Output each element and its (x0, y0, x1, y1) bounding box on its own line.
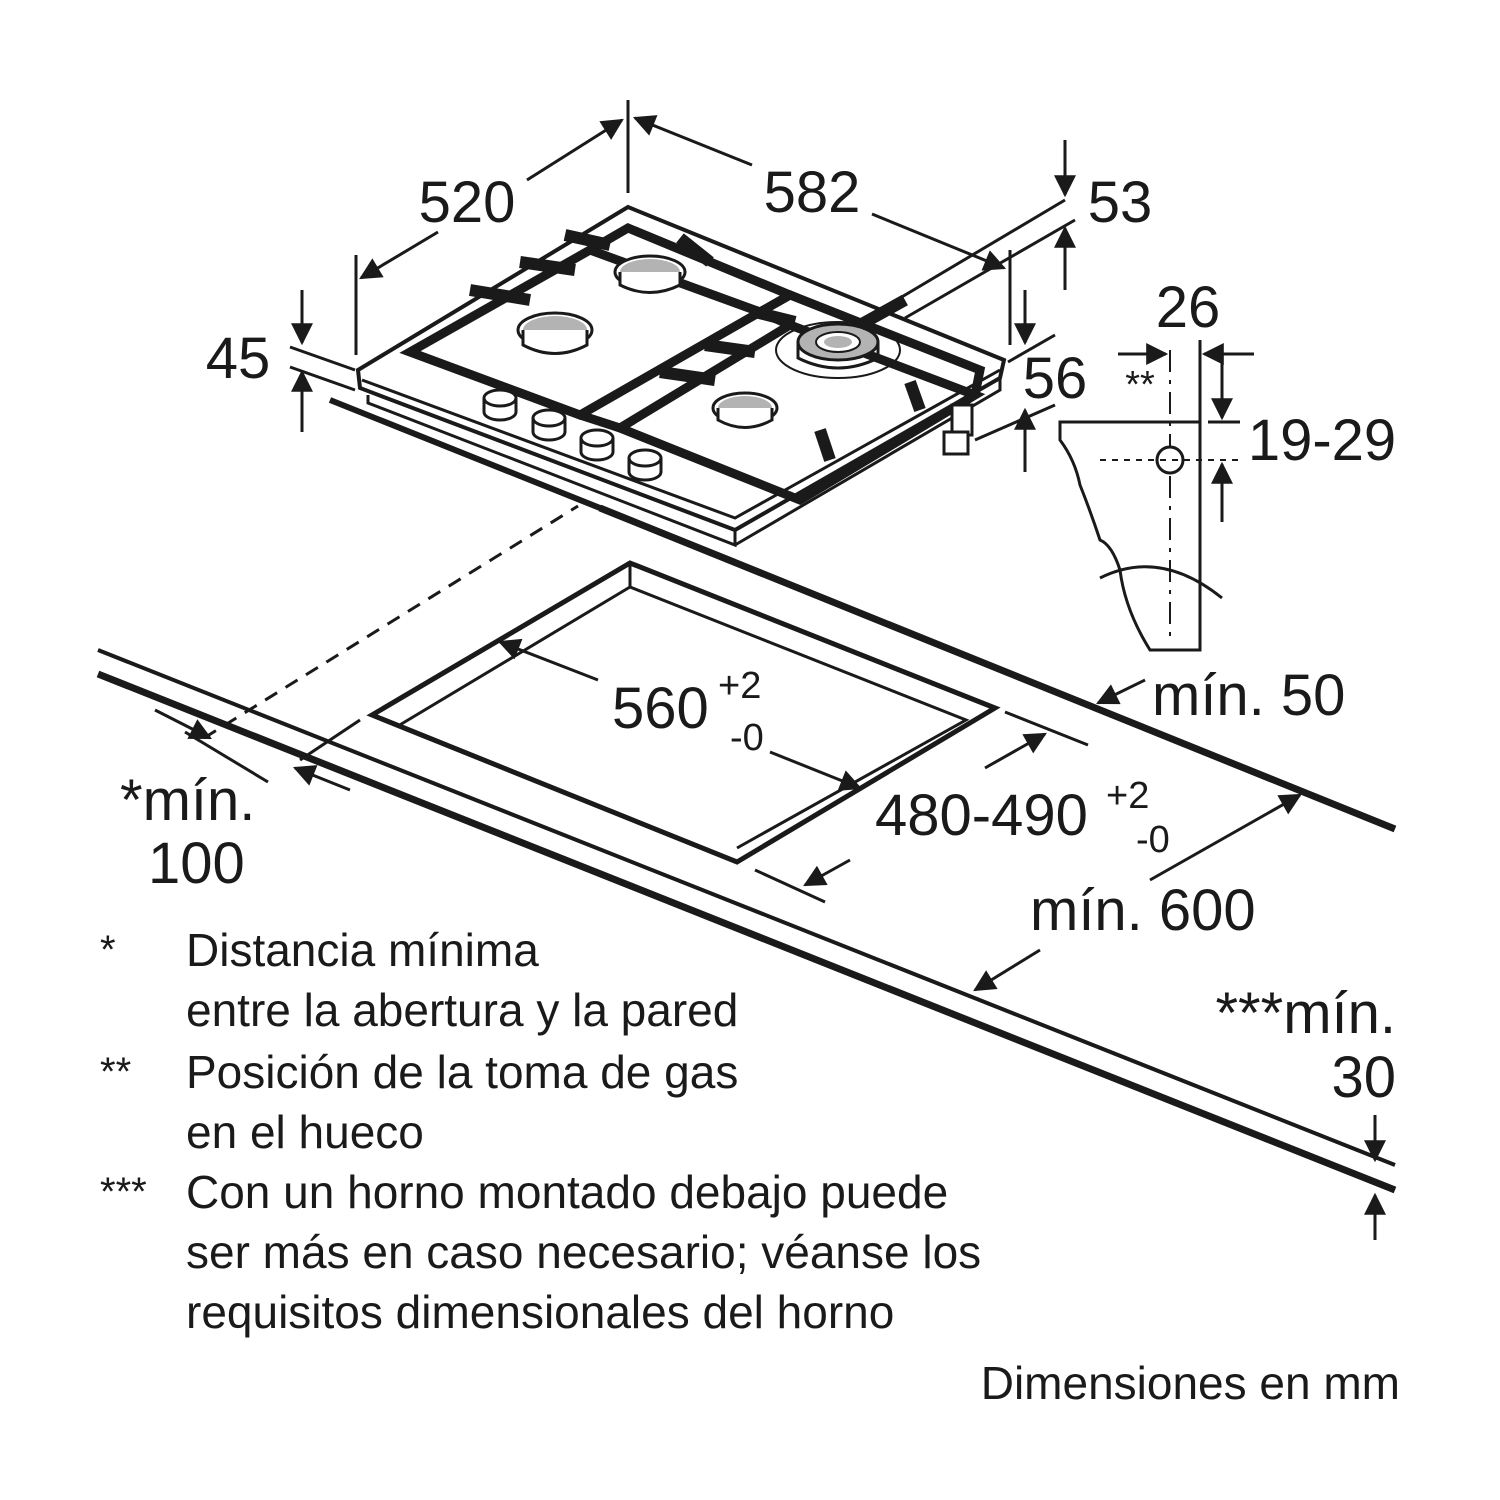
knob-icon (482, 388, 663, 482)
note-3-line-3: requisitos dimensionales del horno (186, 1286, 895, 1338)
dim-depth: 520 (419, 170, 516, 235)
note-2-line-2: en el hueco (186, 1106, 424, 1158)
dim-cutout-width-tol-minus: -0 (730, 717, 764, 759)
burner-icon (711, 391, 779, 429)
note-2-mark: ** (100, 1050, 132, 1094)
dim-min-back: mín. 50 (1152, 663, 1345, 728)
burner-icon (613, 254, 687, 294)
note-1-mark: * (100, 928, 116, 972)
burner-icon (516, 311, 594, 355)
dim-cutout-depth-tol-minus: -0 (1136, 819, 1170, 861)
dim-height-front: 45 (206, 326, 271, 391)
dim-cutout-width-tol-plus: +2 (718, 665, 761, 707)
dim-width: 582 (764, 160, 861, 225)
note-3-mark: *** (100, 1170, 147, 1214)
note-3-line-1: Con un horno montado debajo puede (186, 1166, 949, 1218)
gas-connector (942, 403, 974, 456)
wall-projection-line (203, 504, 579, 740)
note-1-line-2: entre la abertura y la pared (186, 984, 739, 1036)
dim-min-below-value: 30 (1331, 1045, 1396, 1110)
dim-cutout-depth: 480-490 (875, 783, 1088, 848)
dim-min-front-prefix: *mín. (120, 768, 255, 833)
dim-cutout-depth-tol-plus: +2 (1106, 775, 1149, 817)
dim-cutout-width: 560 (612, 676, 709, 741)
pan-support-grates (399, 222, 986, 506)
note-2-line-1: Posición de la toma de gas (186, 1046, 739, 1098)
cutout-dimension-lines (154, 638, 1386, 1240)
cooktop (355, 204, 1007, 548)
note-1-line-1: Distancia mínima (186, 924, 539, 976)
dim-height-total: 53 (1088, 170, 1153, 235)
dimension-lines (289, 100, 1076, 472)
dim-min-front-value: 100 (148, 831, 245, 896)
dim-side-height: 56 (1023, 346, 1088, 411)
dim-gas-offset: 26 (1156, 275, 1221, 340)
burner-icon (775, 321, 901, 379)
units-caption: Dimensiones en mm (980, 1357, 1400, 1409)
gas-connection-detail (1058, 340, 1254, 652)
dim-min-worktop: mín. 600 (1030, 878, 1256, 943)
dim-gas-height: 19-29 (1248, 408, 1396, 473)
dim-min-below-prefix: ***mín. (1215, 981, 1396, 1046)
gas-marker: ** (1125, 364, 1155, 406)
note-3-line-2: ser más en caso necesario; véanse los (186, 1226, 982, 1278)
